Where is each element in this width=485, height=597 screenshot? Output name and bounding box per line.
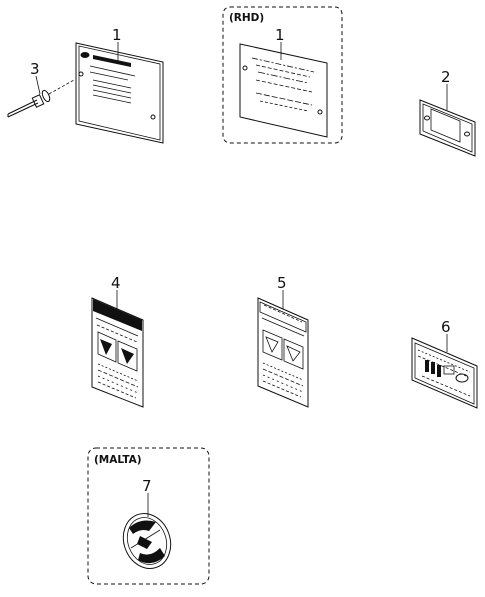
callout-2: 2 <box>441 68 451 110</box>
malta-group: (MALTA) 7 <box>87 447 210 585</box>
part-5-warning-label <box>257 297 309 408</box>
callout-4-label: 4 <box>111 274 121 292</box>
callout-7-label: 7 <box>142 477 152 495</box>
part-2-plate <box>419 99 476 157</box>
callout-3-label: 3 <box>30 60 40 78</box>
part-7-round-emblem <box>122 513 172 569</box>
part-4-warning-label <box>91 297 144 408</box>
callout-5: 5 <box>277 274 287 309</box>
callout-6: 6 <box>441 318 451 352</box>
rhd-group: (RHD) 1 <box>222 6 343 144</box>
callout-1-left-label: 1 <box>112 26 122 44</box>
callout-2-label: 2 <box>441 68 451 86</box>
part-1-rhd-plate <box>239 43 328 138</box>
rhd-group-label: (RHD) <box>229 12 264 24</box>
part-1-plate <box>75 42 164 144</box>
callout-6-label: 6 <box>441 318 451 336</box>
callout-4: 4 <box>111 274 121 309</box>
callout-7: 7 <box>142 477 152 517</box>
part-3-rivet <box>7 79 75 118</box>
callout-3: 3 <box>30 60 41 95</box>
malta-group-label: (MALTA) <box>94 454 142 466</box>
callout-1-rhd: 1 <box>275 26 285 60</box>
callout-1-rhd-label: 1 <box>275 26 285 44</box>
callout-1-left: 1 <box>112 26 122 64</box>
part-6-label <box>411 337 478 409</box>
callout-5-label: 5 <box>277 274 287 292</box>
